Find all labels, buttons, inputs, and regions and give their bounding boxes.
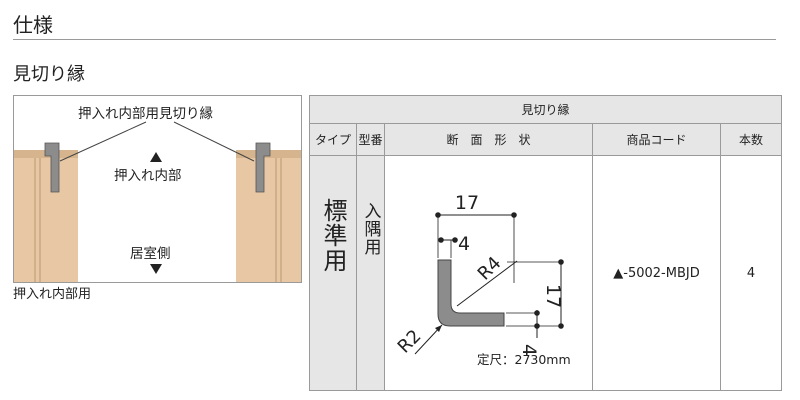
shape-cell: 17 4 R4 17 4 R2 [384,155,593,391]
left-wood-panel [14,158,78,282]
model-value: 入隅用 [360,202,381,256]
leader-line-left [59,121,147,162]
outer-radius-label: R4 [474,252,506,284]
product-code-cell: ▲-5002-MBJD [592,155,721,391]
header-model: 型番 [356,123,385,156]
trim-label: 押入れ内部用見切り縁 [78,106,213,122]
header-type: タイプ [309,123,357,156]
spec-table: 見切り縁 タイプ 型番 断 面 形 状 商品コード 本数 標準用 入隅用 [309,95,782,391]
illustration-caption: 押入れ内部用 [13,287,92,302]
count-cell: 4 [720,155,782,391]
header-shape: 断 面 形 状 [384,123,593,156]
subsection-title: 見切り縁 [13,64,85,85]
table-title: 見切り縁 [309,95,782,124]
table-row: 標準用 入隅用 [309,155,782,391]
title-divider [13,39,776,40]
cross-section-drawing: 17 4 R4 17 4 R2 [394,192,564,358]
arrow-down-icon [150,264,162,274]
room-side-label: 居室側 [130,246,171,262]
profile-shape [437,259,505,326]
closet-diagram [14,121,301,282]
standard-length-note: 定尺：2730mm [477,352,571,367]
model-cell: 入隅用 [356,155,385,391]
type-cell: 標準用 [309,155,357,391]
inner-radius-label: R2 [394,325,426,357]
installation-illustration: 押入れ内部用見切り縁 押入れ内部 居室側 [13,95,302,283]
right-trim-profile [255,142,271,193]
dim-thickness-label: 4 [518,343,540,355]
header-code: 商品コード [592,123,721,156]
leader-line-right [173,121,255,162]
dim-width-label: 17 [455,192,479,214]
dim-lip-label: 4 [458,233,470,255]
right-wood-panel [236,158,301,282]
section-title: 仕様 [13,13,53,37]
dim-height-label: 17 [542,283,564,307]
arrow-up-icon [150,152,162,162]
left-trim-profile [44,142,60,193]
type-value: 標準用 [319,198,347,273]
closet-inner-label: 押入れ内部 [114,168,182,184]
header-count: 本数 [720,123,782,156]
